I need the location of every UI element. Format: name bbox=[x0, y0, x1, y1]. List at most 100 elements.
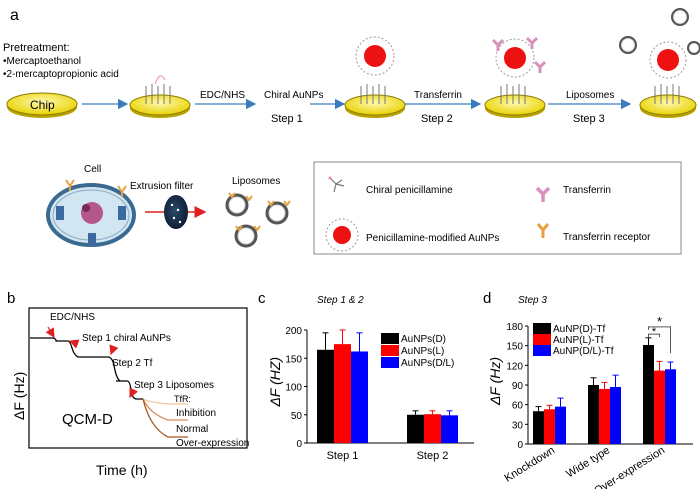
legend-swatch bbox=[381, 357, 399, 368]
bar bbox=[351, 351, 368, 443]
y-tick-label: 200 bbox=[285, 326, 302, 337]
bar bbox=[317, 349, 334, 443]
bar bbox=[407, 414, 424, 443]
b-step1-label: Step 1 chiral AuNPs bbox=[82, 333, 171, 344]
bar bbox=[643, 345, 654, 444]
chip-stage-4 bbox=[619, 8, 700, 118]
chip-stage-3 bbox=[484, 36, 547, 118]
chip-label: Chip bbox=[30, 98, 55, 112]
bar bbox=[654, 370, 665, 444]
trace-inhibition bbox=[142, 398, 188, 405]
bar bbox=[610, 386, 621, 444]
significance-star: * bbox=[657, 314, 662, 329]
step2-label: Step 2 bbox=[421, 113, 453, 125]
significance-bracket bbox=[648, 333, 660, 338]
b-step3-label: Step 3 Liposomes bbox=[134, 380, 214, 391]
y-axis-label: ΔF (HZ) bbox=[267, 357, 283, 408]
bar bbox=[665, 369, 676, 444]
legend-swatch bbox=[533, 345, 551, 356]
legend-box bbox=[313, 161, 682, 255]
y-tick-label: 100 bbox=[285, 383, 302, 394]
legend-receptor: Transferrin receptor bbox=[563, 232, 651, 243]
legend-label: AuNPs(D/L) bbox=[401, 358, 454, 369]
liposomes-arrow-label: Liposomes bbox=[566, 90, 614, 101]
y-tick-label: 30 bbox=[512, 420, 524, 431]
bar bbox=[599, 388, 610, 444]
pretreatment-title: Pretreatment: bbox=[3, 42, 70, 54]
b-qcm-label: QCM-D bbox=[62, 411, 113, 428]
panel-b-frame bbox=[28, 307, 248, 449]
panel-b: b EDC/NHS Step 1 chiral AuNPs Step 2 Tf … bbox=[7, 290, 249, 478]
step3-label: Step 3 bbox=[573, 113, 605, 125]
chart-title: Step 3 bbox=[518, 295, 547, 306]
category-label: Wide type bbox=[564, 444, 612, 480]
significance-star: * bbox=[652, 326, 657, 338]
bar bbox=[544, 409, 555, 444]
chip-stage-2 bbox=[344, 36, 406, 118]
aunp-legend-icon bbox=[325, 218, 359, 252]
legend-label: AuNPs(L) bbox=[401, 346, 444, 357]
legend-penicillamine: Chiral penicillamine bbox=[366, 185, 453, 196]
extrusion-label: Extrusion filter bbox=[130, 181, 194, 192]
receptor-icon bbox=[536, 223, 550, 238]
legend-swatch bbox=[533, 323, 551, 334]
y-tick-label: 60 bbox=[512, 401, 524, 412]
chiral-aunps-label: Chiral AuNPs bbox=[264, 90, 323, 101]
bar bbox=[588, 385, 599, 444]
y-tick-label: 150 bbox=[285, 354, 302, 365]
b-overexpression-label: Over-expression bbox=[176, 438, 249, 449]
legend-transferrin: Transferrin bbox=[563, 185, 611, 196]
b-tfr-label: TfR: bbox=[174, 394, 191, 404]
pretreatment-item-1: •Mercaptoethanol bbox=[3, 56, 81, 67]
transferrin-icon bbox=[535, 186, 551, 202]
y-tick-label: 180 bbox=[506, 322, 523, 333]
bar bbox=[441, 415, 458, 443]
chart-title: Step 1 & 2 bbox=[317, 295, 364, 306]
b-edc-label: EDC/NHS bbox=[50, 312, 95, 323]
y-tick-label: 90 bbox=[512, 381, 524, 392]
cell-illustration bbox=[46, 179, 136, 247]
cell-label: Cell bbox=[84, 164, 101, 175]
legend-swatch bbox=[533, 334, 551, 345]
step1-label: Step 1 bbox=[271, 113, 303, 125]
extrusion-filter-icon bbox=[145, 195, 207, 229]
trace-normal bbox=[142, 398, 188, 421]
bar bbox=[555, 406, 566, 444]
bar bbox=[334, 344, 351, 443]
legend-aunp: Penicillamine-modified AuNPs bbox=[366, 233, 499, 244]
b-normal-label: Normal bbox=[176, 424, 208, 435]
b-ylabel: ΔF (Hz) bbox=[11, 372, 27, 420]
chip-stage-1 bbox=[129, 75, 191, 118]
category-label: Step 1 bbox=[327, 450, 359, 462]
liposomes-label: Liposomes bbox=[232, 176, 280, 187]
panel-d-letter: d bbox=[483, 290, 491, 307]
panel-c-letter: c bbox=[258, 290, 266, 307]
category-label: Step 2 bbox=[417, 450, 449, 462]
y-tick-label: 120 bbox=[506, 361, 523, 372]
panel-a: a Pretreatment: •Mercaptoethanol •2-merc… bbox=[3, 7, 700, 255]
liposome-group bbox=[225, 192, 291, 248]
bar bbox=[424, 414, 441, 443]
y-tick-label: 50 bbox=[291, 411, 303, 422]
y-tick-label: 0 bbox=[296, 439, 302, 450]
bar bbox=[533, 411, 544, 444]
b-step2-label: Step 2 Tf bbox=[112, 358, 153, 369]
legend-label: AuNPs(D) bbox=[401, 334, 446, 345]
y-tick-label: 150 bbox=[506, 342, 523, 353]
chip: Chip bbox=[6, 92, 78, 118]
trace-overexpression bbox=[142, 398, 188, 438]
category-label: Knockdown bbox=[502, 444, 557, 484]
penicillamine-icon bbox=[328, 176, 345, 193]
aunp-particle bbox=[364, 45, 386, 67]
panel-a-letter: a bbox=[10, 7, 19, 24]
chart-c: Step 1 & 2 0 50 100 150 200 ΔF (HZ) Step 1 Step … bbox=[267, 295, 474, 462]
y-tick-label: 0 bbox=[517, 440, 523, 451]
panel-b-letter: b bbox=[7, 290, 15, 307]
pretreatment-item-2: •2-mercaptopropionic acid bbox=[3, 69, 119, 80]
legend-label: AuNP(D)-Tf bbox=[553, 324, 605, 335]
b-inhibition-label: Inhibition bbox=[176, 408, 216, 419]
legend-label: AuNP(L)-Tf bbox=[553, 335, 604, 346]
